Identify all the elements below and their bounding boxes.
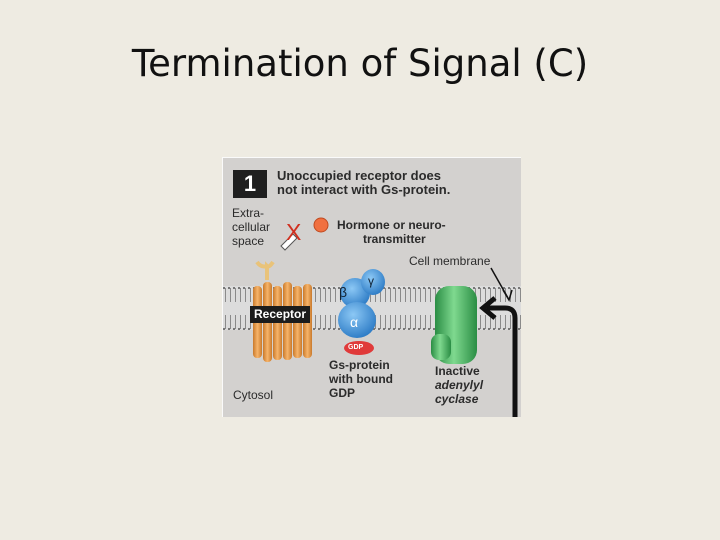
cyclase-label-3: cyclase: [435, 392, 479, 406]
hormone-dot: [313, 217, 329, 233]
hormone-label-1: Hormone or neuro-: [337, 218, 446, 232]
heading-line-2: not interact with Gs-protein.: [277, 182, 451, 197]
cyclase-label-2: adenylyl: [435, 378, 484, 392]
gprotein-label-1: Gs-protein: [329, 358, 390, 372]
pointer-arrows: [479, 267, 518, 417]
step-number-badge: 1: [233, 170, 267, 198]
cyclase-label-1: Inactive: [435, 364, 480, 378]
beta-subunit-label: β: [339, 284, 348, 300]
receptor-label: Receptor: [250, 306, 311, 323]
extracellular-label-1: Extra-: [232, 206, 265, 220]
signal-termination-figure: 1 Unoccupied receptor does not interact …: [222, 157, 521, 417]
alpha-subunit-label: α: [350, 314, 359, 330]
blocked-ligand-icon: [280, 233, 298, 251]
extracellular-label-3: space: [232, 234, 265, 248]
g-protein-complex: [338, 269, 385, 355]
gprotein-label-3: GDP: [329, 386, 356, 400]
gprotein-label-2: with bound: [329, 372, 393, 386]
cell-membrane-label: Cell membrane: [409, 254, 491, 268]
slide-title: Termination of Signal (C): [131, 42, 589, 85]
cytosol-label: Cytosol: [233, 388, 274, 402]
hormone-label-2: transmitter: [363, 232, 426, 246]
gdp-badge: GDP: [348, 344, 364, 351]
heading-line-1: Unoccupied receptor does: [277, 168, 441, 183]
adenylyl-cyclase: [431, 286, 477, 364]
extracellular-label-2: cellular: [232, 220, 271, 234]
no-interaction-mark: X: [286, 219, 302, 245]
gamma-subunit-label: γ: [368, 274, 374, 288]
